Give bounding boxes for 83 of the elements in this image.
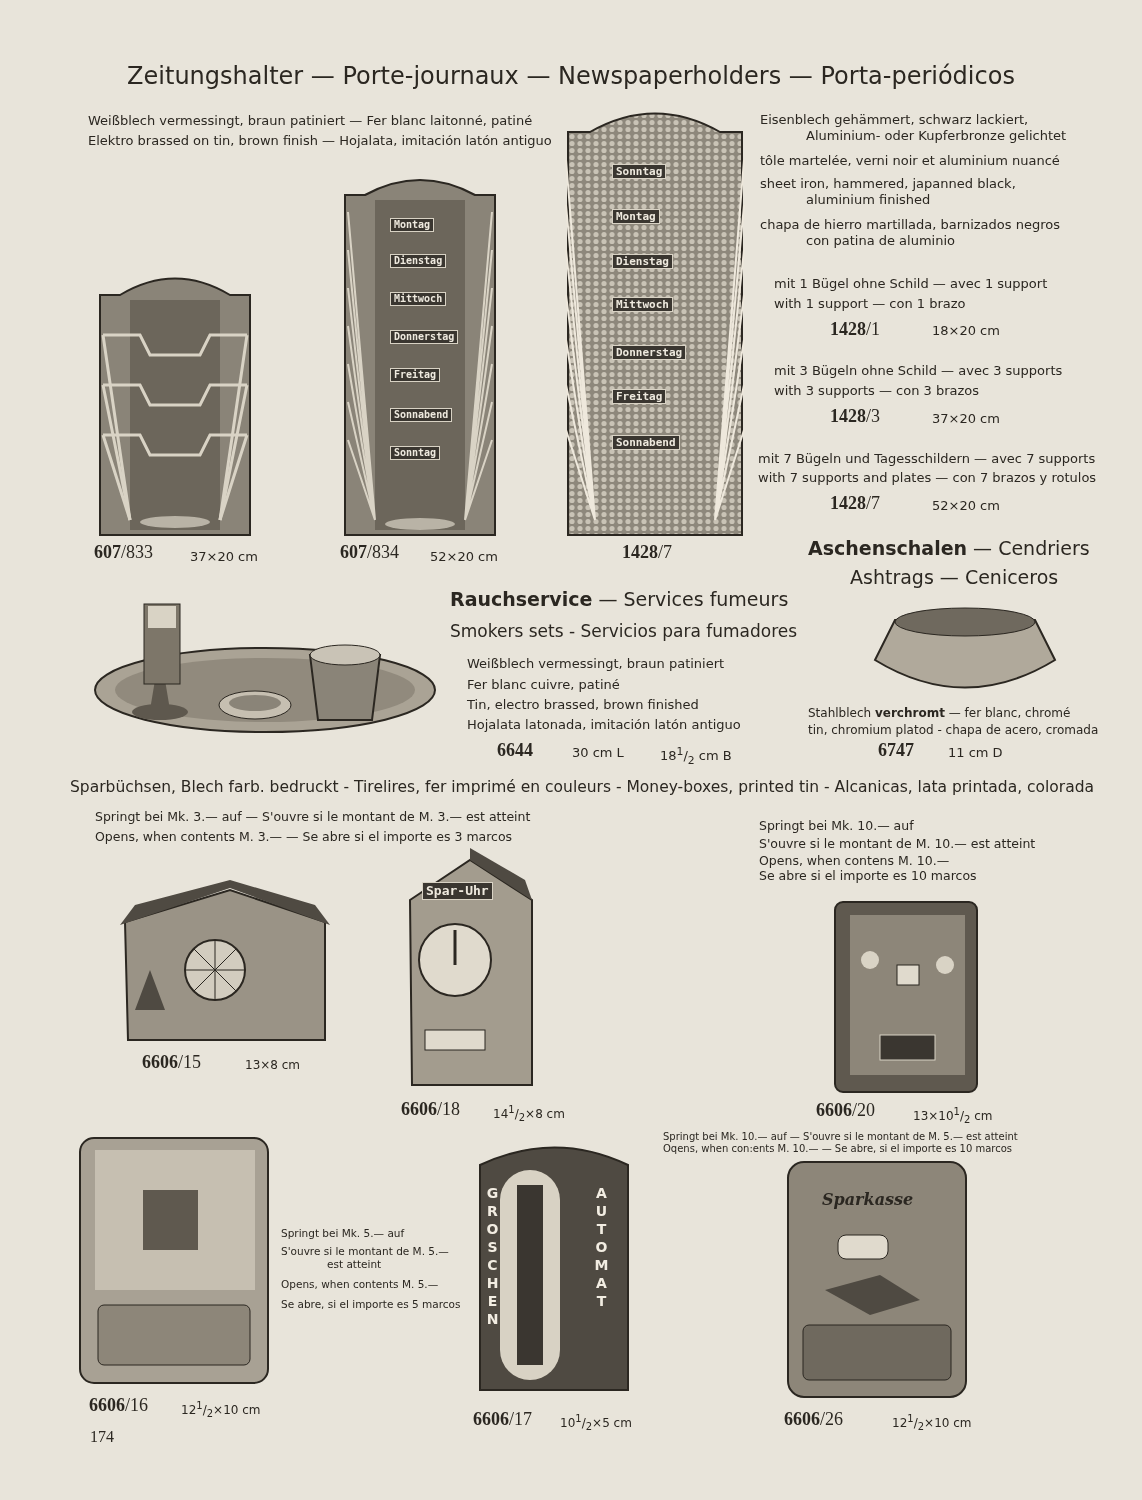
dimension-text: 12$^{1}$/$_{2}$×10 cm <box>181 1400 261 1421</box>
description-text: Se abre si el importe es 10 marcos <box>759 868 977 884</box>
product-number: 1428/7 <box>830 492 880 515</box>
dimension-text: 52×20 cm <box>430 549 498 566</box>
description-text: tôle martelée, verni noir et aluminium nuancé <box>760 153 1060 170</box>
dimension-text: 12$^{1}$/$_{2}$×10 cm <box>892 1413 972 1434</box>
product-number: 1428/3 <box>830 405 880 428</box>
description-text: mit 1 Bügel ohne Schild — avec 1 support <box>774 276 1048 293</box>
section-heading: Sparbüchsen, Blech farb. bedruckt - Tirelires, fer imprimé en couleurs - Money-boxes, printed tin - Alcanicas, lata printada, colorada <box>70 778 1094 798</box>
description-text: S'ouvre si le montant de M. 10.— est atteint <box>759 836 1036 852</box>
dimension-text: 37×20 cm <box>932 411 1000 428</box>
description-text: with 3 supports — con 3 brazos <box>774 383 980 400</box>
description-text: Oqens, when con:ents M. 10.— — Se abre, si el importe es 10 marcos <box>663 1143 1013 1156</box>
product-number: 6606/17 <box>473 1408 532 1431</box>
name-plate: Mittwoch <box>390 292 447 306</box>
description-text: Springt bei Mk. 3.— auf — S'ouvre si le montant de M. 3.— est atteint <box>95 809 531 825</box>
description-text: Elektro brassed on tin, brown finish — Hojalata, imitación latón antiguo <box>88 133 552 150</box>
product-number: 6606/18 <box>401 1098 460 1121</box>
product-number: 6606/16 <box>89 1394 148 1417</box>
section-heading: Aschenschalen — Cendriers <box>808 537 1090 561</box>
name-plate: Spar-Uhr <box>422 882 493 900</box>
description-text: Fer blanc cuivre, patiné <box>467 677 620 694</box>
page-number: 174 <box>90 1427 114 1447</box>
dimension-text: 18×20 cm <box>932 323 1000 340</box>
product-number: 1428/1 <box>830 318 880 341</box>
product-number: 6606/15 <box>142 1051 201 1074</box>
dimension-text: 11 cm D <box>948 745 1003 762</box>
dimension-text: 30 cm L <box>572 745 624 762</box>
description-text: with 1 support — con 1 brazo <box>774 296 966 313</box>
name-plate: Dienstag <box>390 254 447 268</box>
description-text: Opens, when contens M. 10.— <box>759 853 950 869</box>
description-text: tin, chromium platod - chapa de acero, cromada <box>808 723 1099 738</box>
dimension-text: 37×20 cm <box>190 549 258 566</box>
description-text: S'ouvre si le montant de M. 5.— est atteint <box>281 1245 450 1272</box>
product-number: 1428/7 <box>622 541 672 564</box>
dimension-text: 10$^{1}$/$_{2}$×5 cm <box>560 1413 632 1434</box>
name-plate: Sonnabend <box>612 435 680 451</box>
description-text: chapa de hierro martillada, barnizados negros con patina de aluminio <box>760 217 1061 250</box>
description-text: sheet iron, hammered, japanned black, aluminium finished <box>760 176 1017 209</box>
description-text: Opens, when contents M. 3.— — Se abre si el importe es 3 marcos <box>95 829 513 845</box>
name-plate: Sonnabend <box>390 408 453 422</box>
section-heading: Smokers sets - Servicios para fumadores <box>450 621 798 643</box>
description-text: Stahlblech verchromt — fer blanc, chromé <box>808 706 1071 721</box>
name-plate: Donnerstag <box>612 345 687 361</box>
description-text: with 7 supports and plates — con 7 brazos y rotulos <box>758 470 1097 487</box>
name-plate: Sonntag <box>612 164 667 180</box>
dimension-text: 13×8 cm <box>245 1058 301 1073</box>
product-number: 6644 <box>497 739 533 762</box>
description-text: Tin, electro brassed, brown finished <box>467 697 699 714</box>
description-text: Springt bei Mk. 10.— auf <box>759 818 914 834</box>
description-text: Springt bei Mk. 10.— auf — S'ouvre si le montant de M. 5.— est atteint <box>663 1131 1018 1144</box>
description-text: mit 7 Bügeln und Tagesschildern — avec 7 supports <box>758 451 1096 468</box>
description-text: Hojalata latonada, imitación latón antiguo <box>467 717 741 734</box>
name-plate: Freitag <box>390 368 441 382</box>
product-number: 607/834 <box>340 541 399 564</box>
printed-lettering: AUTOMAT <box>592 1185 610 1311</box>
name-plate: Montag <box>390 218 435 232</box>
dimension-text: 52×20 cm <box>932 498 1000 515</box>
dimension-text: 18$^{1}$/$_{2}$ cm B <box>660 745 732 768</box>
dimension-text: 13×10$^{1}$/$_{2}$ cm <box>913 1106 993 1127</box>
description-text: Eisenblech gehämmert, schwarz lackiert, Aluminium- oder Kupferbronze gelichtet <box>760 112 1068 145</box>
section-heading: Rauchservice — Services fumeurs <box>450 588 789 612</box>
name-plate: Montag <box>612 209 660 225</box>
description-text: Weißblech vermessingt, braun patiniert <box>467 656 725 673</box>
description-text: Opens, when contents M. 5.— <box>281 1278 439 1292</box>
description-text: Springt bei Mk. 5.— auf <box>281 1227 405 1241</box>
printed-lettering: Sparkasse <box>822 1190 914 1210</box>
description-text: Se abre, si el importe es 5 marcos <box>281 1298 461 1312</box>
printed-lettering: GROSCHEN <box>483 1185 501 1329</box>
product-number: 607/833 <box>94 541 153 564</box>
page-title: Zeitungshalter — Porte-journaux — Newspaperholders — Porta-periódicos <box>126 62 1016 90</box>
name-plate: Donnerstag <box>390 330 459 344</box>
name-plate: Dienstag <box>612 254 673 270</box>
description-text: mit 3 Bügeln ohne Schild — avec 3 supports <box>774 363 1063 380</box>
section-heading: Ashtrags — Ceniceros <box>850 566 1059 590</box>
product-number: 6606/26 <box>784 1408 843 1431</box>
dimension-text: 14$^{1}$/$_{2}$×8 cm <box>493 1104 565 1125</box>
product-number: 6747 <box>878 739 914 762</box>
description-text: Weißblech vermessingt, braun patiniert — Fer blanc laitonné, patiné <box>88 113 533 130</box>
name-plate: Freitag <box>612 389 667 405</box>
name-plate: Sonntag <box>390 446 441 460</box>
product-number: 6606/20 <box>816 1099 875 1122</box>
name-plate: Mittwoch <box>612 297 673 313</box>
